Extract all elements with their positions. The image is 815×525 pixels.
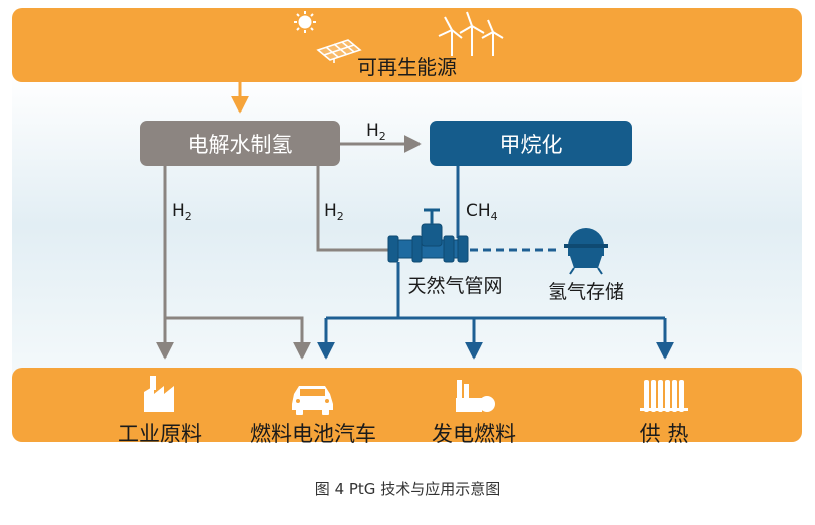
electrolysis-label: 电解水制氢 [188,133,293,157]
methanation-box [430,121,632,166]
middle-band [12,75,802,375]
end-use-band [12,368,802,442]
electrolysis-box [140,121,340,166]
power-plant-icon [456,380,495,412]
ptg-diagram: 可再生能源 电解水制氢 甲烷化 H2 H2 H2 CH4 天然气管网 氢气存储 [12,8,802,446]
factory-icon [144,376,174,412]
renewable-energy-label: 可再生能源 [357,55,457,79]
gas-grid-label: 天然气管网 [407,275,502,297]
end-use-label-fcv: 燃料电池汽车 [250,422,376,446]
gray-flow-lines [156,166,395,360]
sun-icon [294,11,316,33]
figure-caption: 图 4 PtG 技术与应用示意图 [314,480,501,498]
solar-panel-icon [316,39,362,63]
wind-turbine-icon [438,11,504,56]
hydrogen-tank-icon [564,228,608,275]
h2-middle-label: H2 [324,201,344,223]
end-use-label-heating: 供 热 [640,422,689,446]
h2-top-label: H2 [366,121,386,143]
radiator-icon [640,380,688,412]
h2-storage-label: 氢气存储 [548,281,624,303]
methanation-label: 甲烷化 [500,133,563,157]
pipeline-valve-icon [387,208,469,263]
blue-flow-lines [317,262,674,360]
car-icon [292,386,333,415]
renewable-energy-band [12,8,802,82]
ch4-label: CH4 [466,201,498,223]
end-use-label-industrial: 工业原料 [118,422,202,446]
h2-left-label: H2 [172,201,192,223]
end-use-label-power: 发电燃料 [432,422,516,446]
